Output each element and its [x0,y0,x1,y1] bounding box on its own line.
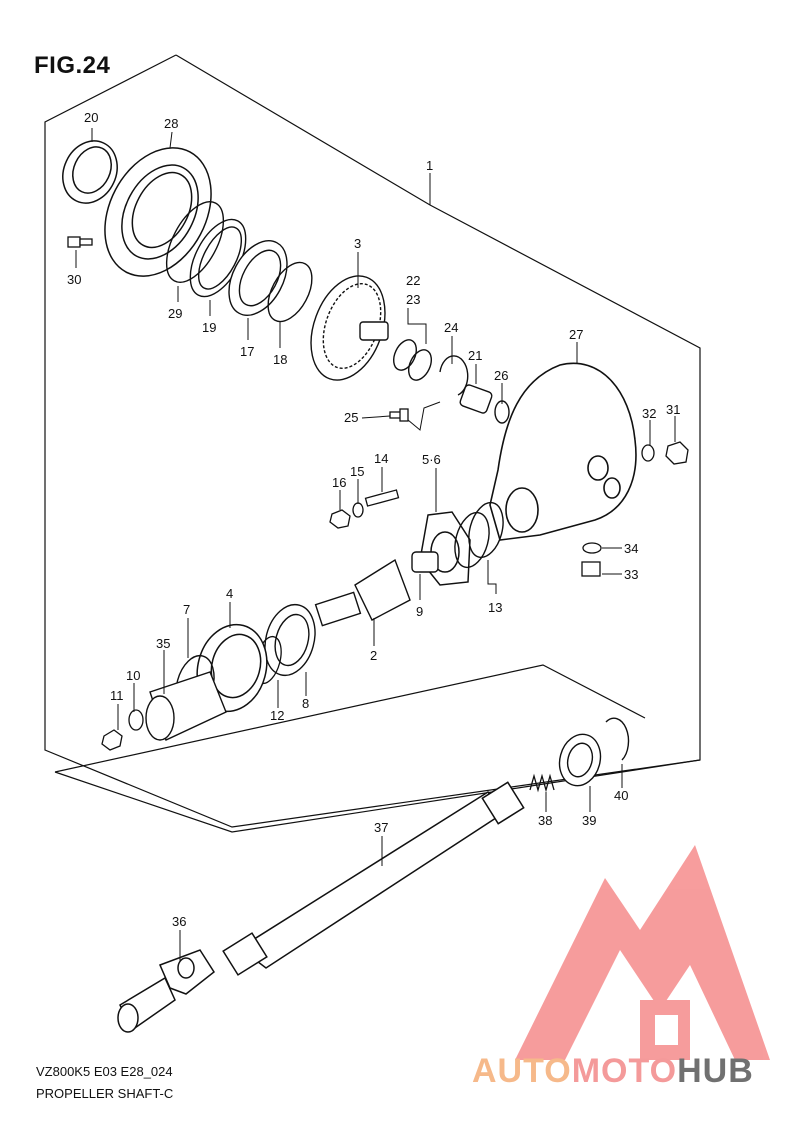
label-part-8: 8 [302,696,309,711]
label-part-22: 22 [406,273,420,288]
bolt-part-25 [389,408,409,422]
label-part-34: 34 [624,541,638,556]
part-labels: 1 20 28 30 29 19 17 18 3 22 23 24 21 26 … [67,110,680,929]
label-part-21: 21 [468,348,482,363]
label-part-36: 36 [172,914,186,929]
shim-part-18 [267,261,313,323]
label-part-17: 17 [240,344,254,359]
bearing-part-8 [264,603,316,677]
label-part-7: 7 [183,602,190,617]
label-part-39: 39 [582,813,596,828]
label-part-30: 30 [67,272,81,287]
label-part-12: 12 [270,708,284,723]
label-part-32: 32 [642,406,656,421]
washer-part-10 [128,709,144,731]
label-part-1: 1 [426,158,433,173]
label-part-24: 24 [444,320,458,335]
label-part-20: 20 [84,110,98,125]
needle-bearing-part-21 [459,384,493,414]
bearing-part-17 [228,240,288,316]
ring-gear-part-3 [310,275,389,381]
leader-lines [75,128,676,962]
label-part-23: 23 [406,292,420,307]
assembly-name: PROPELLER SHAFT-C [36,1086,174,1101]
label-part-40: 40 [614,788,628,803]
washer-part-34 [582,542,602,554]
shim-part-22-23 [392,339,433,381]
joint-part-39 [558,733,602,787]
label-part-25: 25 [344,410,358,425]
bolt-part-33 [581,561,601,577]
watermark-part-3: HUB [677,1052,754,1090]
propeller-shaft-part-37 [222,781,525,976]
stud-part-14 [364,489,400,507]
washer-part-32 [641,444,655,462]
model-code: VZ800K5 E03 E28_024 [36,1064,173,1079]
spring-part-38 [529,773,555,793]
label-part-9: 9 [416,604,423,619]
circlip-part-24 [439,355,469,396]
label-part-33: 33 [624,567,638,582]
watermark-logo [515,845,770,1060]
figure-title: FIG.24 [34,52,111,79]
label-part-37: 37 [374,820,388,835]
nut-part-11 [101,729,123,751]
circlip-part-40 [605,717,630,761]
label-part-2: 2 [370,648,377,663]
bolt-part-30 [67,236,93,248]
watermark-part-1: AUTO [472,1052,572,1090]
oil-seal-part-20 [62,140,118,204]
label-part-18: 18 [273,352,287,367]
coupling-part-35 [145,671,227,741]
nut-part-16 [329,509,351,529]
label-part-14: 14 [374,451,388,466]
plug-part-31 [665,441,689,465]
label-part-35: 35 [156,636,170,651]
label-part-3: 3 [354,236,361,251]
final-gear-case-part-27 [489,362,637,541]
label-part-15: 15 [350,464,364,479]
label-part-27: 27 [569,327,583,342]
drive-pinion-part-2 [314,558,411,627]
label-part-4: 4 [226,586,233,601]
seal-part-26 [494,400,510,424]
label-part-16: 16 [332,475,346,490]
label-part-28: 28 [164,116,178,131]
label-part-31: 31 [666,402,680,417]
watermark-text: AUTOMOTOHUB [472,1052,754,1091]
watermark-part-2: MOTO [571,1052,678,1090]
o-ring-part-29 [165,201,225,283]
universal-joint-part-36 [117,949,215,1033]
o-ring-part-13 [454,501,504,569]
label-part-29: 29 [168,306,182,321]
assembly-outline-2 [54,664,646,773]
bearing-part-9 [411,551,439,573]
label-part-13: 13 [488,600,502,615]
label-part-11: 11 [110,688,124,703]
washer-part-15 [352,502,364,518]
label-part-38: 38 [538,813,552,828]
label-part-5-6: 5·6 [422,452,441,467]
label-part-10: 10 [126,668,140,683]
label-part-26: 26 [494,368,508,383]
label-part-19: 19 [202,320,216,335]
